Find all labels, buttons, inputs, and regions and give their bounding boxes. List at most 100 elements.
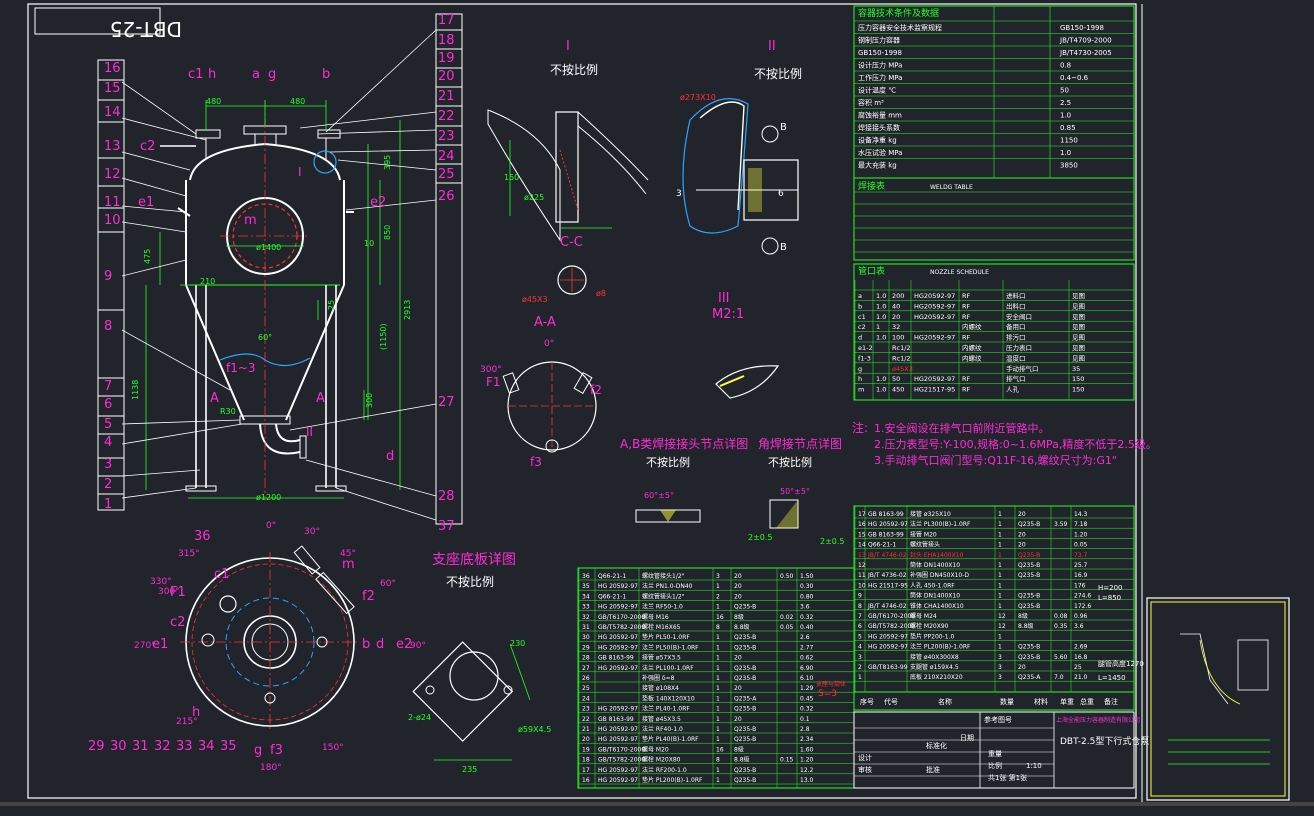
- tb-label: 重量: [988, 750, 1002, 758]
- tb-value: 共1张 第1张: [988, 773, 1027, 782]
- parts-cell: 0.62: [800, 655, 814, 662]
- view-label: B: [780, 242, 787, 253]
- parts-cell: 0.35: [1054, 623, 1068, 630]
- parts-cell: 法兰 PL50(B)-1.0RF: [642, 643, 699, 651]
- parts-cell: 20: [734, 573, 742, 580]
- product-name: DBT-2.5型下行式仓泵: [1060, 735, 1149, 747]
- nozzle-cell: m: [858, 386, 864, 394]
- parts-cell: 25: [582, 685, 590, 692]
- overlay-eq: S=3: [818, 689, 837, 699]
- parts-cell: 20: [734, 685, 742, 692]
- parts-cell: 0.40: [800, 624, 814, 631]
- nozzle-label: 36: [194, 529, 211, 544]
- nozzle-cell: c2: [858, 323, 866, 331]
- nozzle-letter: c2: [140, 139, 155, 154]
- parts-cell: 1: [998, 542, 1002, 549]
- parts-cell: 1: [998, 582, 1002, 589]
- nozzle-cell: 150: [1072, 375, 1084, 383]
- parts-cell: 法兰 RF50-1.0: [642, 603, 683, 611]
- bottom-number: 34: [198, 739, 215, 754]
- parts-cell: 1: [716, 736, 720, 743]
- parts-cell: GB 8163-99: [868, 531, 904, 538]
- nozzle-cell: 1.0: [876, 375, 886, 383]
- parts-cell: Q235-B: [1018, 654, 1040, 661]
- bottom-number: 30: [110, 739, 127, 754]
- nozzle-label: f2: [362, 589, 375, 604]
- parts-cell: 螺母 M24: [910, 612, 937, 620]
- leader-number: 37: [438, 519, 455, 534]
- parts-cell: 1: [998, 633, 1002, 640]
- parts-cell: 0.02: [780, 614, 794, 621]
- parts-cell: 筒体 DN1400X10: [910, 561, 960, 569]
- spec-cell: 压力容器安全技术监察规程: [858, 23, 942, 32]
- spec-cell: 1.0: [1060, 149, 1071, 157]
- spec-cell: 钢制压力容器: [858, 36, 900, 45]
- parts-cell: 螺栓 M16X65: [642, 623, 681, 631]
- angle-label: 315°: [178, 549, 200, 559]
- parts-cell: GB/T5782-2000: [868, 623, 915, 630]
- nozzle-cell: 1.0: [876, 334, 886, 342]
- parts-cell: Q235-B: [734, 675, 756, 682]
- parts-cell: 33: [582, 604, 590, 611]
- parts-cell: 2.8: [800, 726, 810, 733]
- leader-number: 9: [104, 269, 112, 284]
- parts-cell: 73.7: [1074, 552, 1088, 559]
- view-label: ø225: [524, 193, 544, 202]
- nozzle-cell: HG21517-95: [914, 386, 955, 394]
- spec-table-title: 容器技术条件及数据: [858, 7, 939, 19]
- weld-table-title: 焊接表: [858, 180, 885, 192]
- nozzle-cell: h: [858, 375, 862, 383]
- parts-cell: 1: [716, 685, 720, 692]
- bottom-number: 33: [176, 739, 193, 754]
- nozzle-cell: 见图: [1072, 344, 1085, 352]
- parts-cell: 15: [858, 531, 866, 538]
- leader-number: 23: [438, 129, 455, 144]
- parts-cell: Q235-B: [1018, 521, 1040, 528]
- view-label: C-C: [560, 235, 583, 250]
- parts-cell: 20: [1018, 542, 1026, 549]
- parts-cell: 1: [716, 604, 720, 611]
- parts-cell: Q235-B: [734, 767, 756, 774]
- nozzle-letter: f1~3: [226, 361, 256, 375]
- spec-cell: 0.85: [1060, 124, 1076, 132]
- nozzle-label: f2: [590, 383, 602, 397]
- parts-cell: HG 20592-97: [868, 644, 908, 651]
- parts-cell: 9: [858, 593, 862, 600]
- spec-cell: 水压试验 MPa: [858, 148, 902, 157]
- leader-number: 20: [438, 69, 455, 84]
- parts-header: 序号: [860, 697, 874, 706]
- spec-cell: 设计压力 MPa: [858, 61, 902, 70]
- parts-cell: 14: [858, 542, 866, 549]
- leader-number: 19: [438, 51, 455, 66]
- parts-cell: 7.18: [1074, 521, 1088, 528]
- view-label: 235: [462, 765, 477, 774]
- nozzle-label: h: [192, 705, 200, 720]
- parts-cell: 3.6: [800, 604, 810, 611]
- tb-label: 批准: [926, 765, 940, 774]
- parts-cell: 16.8: [1074, 654, 1088, 661]
- left-number-column: [97, 59, 125, 511]
- angle-label: 180°: [260, 763, 282, 773]
- parts-cell: GB 8163-99: [868, 511, 904, 518]
- outer-frame: [27, 3, 1137, 799]
- parts-cell: 8: [858, 603, 862, 610]
- view-label: III: [718, 291, 730, 306]
- nozzle-label: f3: [530, 455, 542, 469]
- nozzle-label: e2: [396, 637, 412, 652]
- parts-cell: HG 20592-97: [868, 633, 908, 640]
- leader-number: 12: [104, 167, 121, 182]
- parts-cell: 7.0: [1054, 674, 1064, 681]
- view-label: ø273X10: [680, 93, 716, 102]
- parts-cell: 20: [734, 583, 742, 590]
- parts-cell: 4: [858, 644, 862, 651]
- view-label: 角焊接节点详图: [758, 436, 842, 451]
- parts-cell: 0.32: [800, 706, 814, 713]
- dimension-text: 210: [200, 277, 215, 286]
- parts-cell: 1: [998, 644, 1002, 651]
- parts-cell: 0.50: [780, 573, 794, 580]
- nozzle-cell: RF: [962, 375, 971, 383]
- view-label: A,B类焊接接头节点详图: [620, 436, 748, 451]
- nozzle-cell: 见图: [1072, 334, 1085, 342]
- parts-cell: 0.1: [800, 716, 810, 723]
